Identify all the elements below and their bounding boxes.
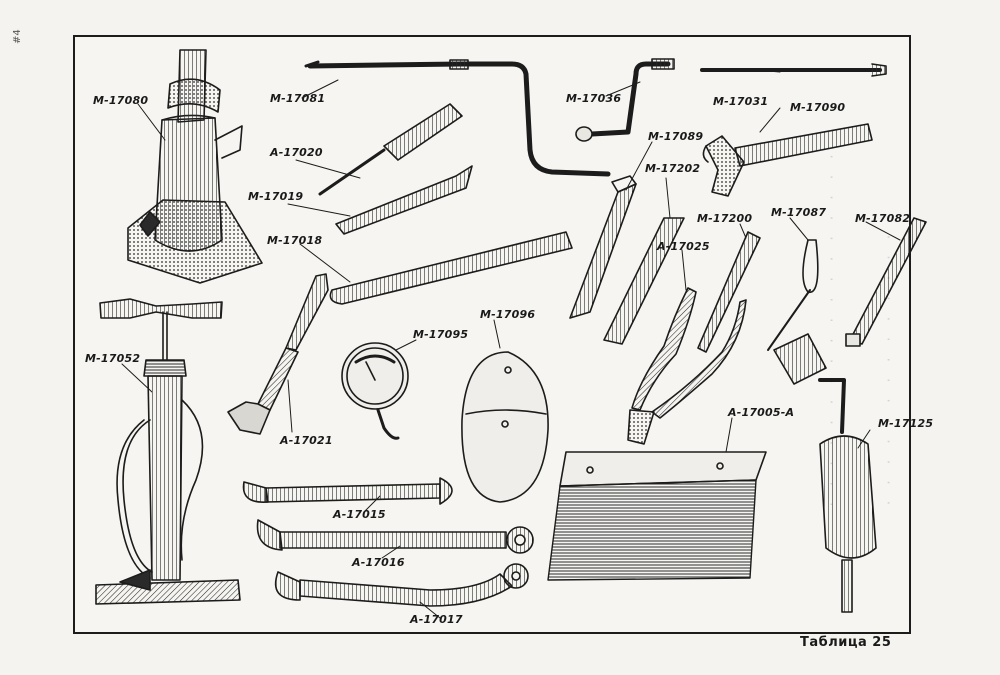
part-label-pliers: A-17025: [657, 240, 710, 253]
adjustable-wrench-drawing: [227, 273, 329, 435]
part-label-hammer: M-17090: [790, 101, 846, 114]
part-label-grease-gun: M-17125: [878, 417, 934, 430]
part-label-jack: M-17080: [93, 94, 149, 107]
drift-drawing: [697, 231, 761, 353]
part-label-crank-handle: M-17081: [270, 92, 326, 105]
bent-wrench-drawing: [274, 563, 529, 607]
part-label-tire-lever: M-17019: [248, 190, 304, 203]
crank-handle-drawing: [304, 59, 611, 177]
drift-rod-drawing: [845, 217, 927, 347]
tire-gauge-drawing: [341, 342, 409, 440]
part-label-pump: M-17052: [85, 352, 141, 365]
screwdriver-drawing: [318, 103, 463, 196]
wheel-brace-drawing: [575, 58, 675, 142]
part-label-wheel-brace: M-17036: [566, 92, 622, 105]
part-label-long-tire-lever: M-17018: [267, 234, 323, 247]
part-label-loop-tool: M-17087: [771, 206, 827, 219]
part-label-gauge: M-17095: [413, 328, 469, 341]
tire-pump-drawing: [95, 298, 241, 605]
long-tire-lever-drawing: [329, 231, 573, 305]
combination-wrench-drawing: [256, 519, 534, 554]
scraper-blade-drawing: [547, 451, 767, 581]
part-label-socket-wrench: M-17089: [648, 130, 704, 143]
punch-drawing: [603, 217, 685, 345]
part-label-scraper: A-17005-A: [728, 406, 795, 419]
table-caption: Таблица 25: [800, 635, 892, 650]
loop-tool-drawing: [767, 239, 819, 351]
screw-jack-drawing: [127, 49, 263, 284]
part-label-bent-wrench: A-17017: [410, 613, 463, 626]
tool-pouch-drawing: [461, 351, 549, 503]
part-label-open-wrench: A-17015: [333, 508, 386, 521]
socket-wrench-drawing: [569, 175, 637, 319]
part-label-adjustable-wrench: A-17021: [280, 434, 333, 447]
grease-gun-drawing: [773, 333, 877, 613]
part-label-drift: M-17200: [697, 212, 753, 225]
part-label-rod: M-17031: [713, 95, 769, 108]
part-label-punch: M-17202: [645, 162, 701, 175]
leader-lines: [121, 69, 901, 619]
rod-drawing: [700, 63, 887, 77]
part-label-combination-wrench: A-17016: [352, 556, 405, 569]
pliers-drawing: [627, 287, 747, 445]
part-label-drift-rod: M-17082: [855, 212, 911, 225]
tire-lever-drawing: [335, 165, 473, 235]
part-label-pouch: M-17096: [480, 308, 536, 321]
hammer-drawing: [702, 123, 873, 197]
open-end-wrench-drawing: [242, 477, 453, 505]
part-label-screwdriver: A-17020: [270, 146, 323, 159]
